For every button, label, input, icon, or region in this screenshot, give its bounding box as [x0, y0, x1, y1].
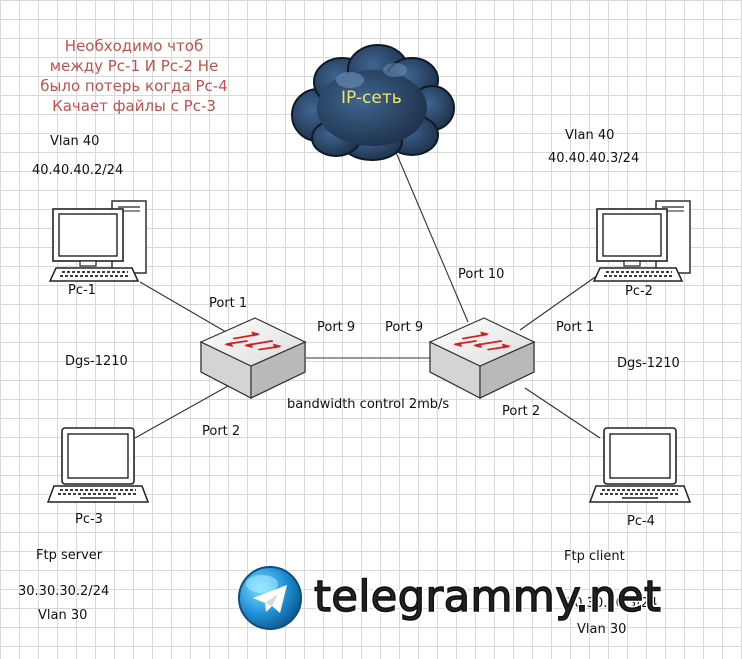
pc1-ip: 40.40.40.2/24 [32, 163, 124, 178]
pc2-desktop-icon [593, 200, 691, 282]
pc4-role: Ftp client [564, 549, 625, 564]
pc3-role: Ftp server [36, 548, 103, 563]
pc3-laptop-icon [47, 427, 149, 503]
link-pc2-switch-right [519, 267, 609, 331]
note-line: было потерь когда Pc-4 [40, 77, 228, 95]
pc2-ip: 40.40.40.3/24 [548, 151, 640, 166]
cloud-label: IP-сеть [341, 88, 402, 108]
link-bandwidth-label: bandwidth control 2mb/s [287, 397, 450, 412]
link-pc3-switch-left [134, 385, 229, 439]
link-pc4-switch-right [524, 387, 601, 439]
note-line: Качает файлы с Pc-3 [52, 97, 216, 115]
cloud-icon [291, 44, 455, 161]
link-pc1-switch-left [139, 281, 227, 333]
pc3-ip: 30.30.30.2/24 [18, 584, 110, 599]
right-switch-port10: Port 10 [458, 267, 505, 282]
pc4-laptop-icon [589, 427, 691, 503]
right-switch-model: Dgs-1210 [617, 356, 680, 371]
pc4-name: Pc-4 [627, 514, 655, 529]
pc1-vlan: Vlan 40 [50, 134, 100, 149]
right-switch-port9: Port 9 [385, 320, 424, 335]
switch-right-icon [428, 317, 536, 399]
pc4-ip: 30.30.30.3/24 [566, 596, 658, 611]
link-cloud-switch-right [394, 149, 469, 323]
pc1-desktop-icon [49, 200, 147, 282]
right-switch-port2: Port 2 [502, 404, 541, 419]
left-switch-port2: Port 2 [202, 424, 241, 439]
left-switch-port9: Port 9 [317, 320, 356, 335]
pc1-name: Pc-1 [68, 283, 96, 298]
pc2-vlan: Vlan 40 [565, 128, 615, 143]
left-switch-port1: Port 1 [209, 296, 248, 311]
telegram-icon [238, 566, 302, 630]
pc2-name: Pc-2 [625, 284, 653, 299]
right-switch-port1: Port 1 [556, 320, 595, 335]
watermark-text: telegrammy.net [313, 571, 662, 623]
switch-left-icon [199, 317, 307, 399]
left-switch-model: Dgs-1210 [65, 354, 128, 369]
requirement-note: Необходимо чтоб между Pc-1 И Pc-2 Не был… [20, 36, 248, 116]
pc3-name: Pc-3 [75, 512, 103, 527]
note-line: между Pc-1 И Pc-2 Не [49, 57, 219, 75]
pc4-vlan: Vlan 30 [577, 622, 627, 637]
watermark: telegrammy.net [240, 566, 661, 628]
note-line: Необходимо чтоб [64, 37, 204, 55]
pc3-vlan: Vlan 30 [38, 608, 88, 623]
